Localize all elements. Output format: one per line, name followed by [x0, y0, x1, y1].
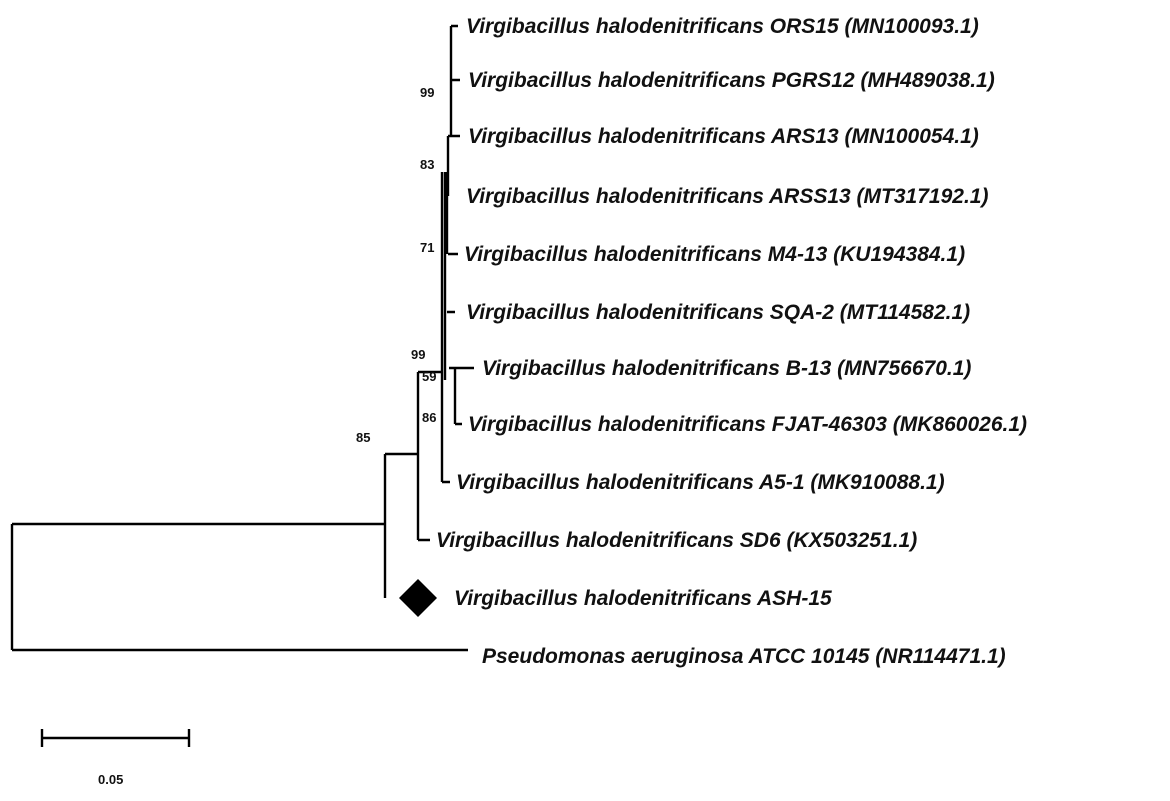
bootstrap-values: 99 83 71 99 59 86 85 — [356, 85, 436, 445]
taxon-label: Virgibacillus halodenitrificans M4-13 (K… — [464, 243, 965, 266]
taxon-label: Virgibacillus halodenitrificans ASH-15 — [454, 587, 832, 610]
taxon-label: Virgibacillus halodenitrificans ARS13 (M… — [468, 125, 979, 148]
bootstrap-value: 83 — [420, 157, 434, 172]
taxon-label: Virgibacillus halodenitrificans SQA-2 (M… — [466, 301, 970, 324]
inner-clade-branch — [440, 172, 450, 484]
taxon-label: Virgibacillus halodenitrificans A5-1 (MK… — [456, 471, 945, 494]
scale-bar-label: 0.05 — [98, 772, 123, 787]
taxon-label: Virgibacillus halodenitrificans B-13 (MN… — [482, 357, 971, 380]
bootstrap-value: 71 — [420, 240, 434, 255]
bootstrap-value: 86 — [422, 410, 436, 425]
taxon-label: Virgibacillus halodenitrificans FJAT-463… — [468, 413, 1027, 436]
top-clade-branch — [443, 136, 458, 314]
bootstrap-value: 85 — [356, 430, 370, 445]
root-branch — [10, 522, 468, 652]
taxon-label: Virgibacillus halodenitrificans PGRS12 (… — [468, 69, 995, 92]
clade-99-branch — [416, 370, 442, 542]
clade-85-branch — [383, 452, 418, 598]
taxon-label: Virgibacillus halodenitrificans SD6 (KX5… — [436, 529, 917, 552]
top-subclade-branch — [448, 24, 460, 138]
taxon-label: Pseudomonas aeruginosa ATCC 10145 (NR114… — [482, 645, 1006, 668]
diamond-marker-icon — [399, 579, 437, 617]
clade-59-branch — [443, 312, 474, 426]
bootstrap-value: 99 — [411, 347, 425, 362]
scale-bar: 0.05 — [40, 729, 191, 787]
bootstrap-value: 99 — [420, 85, 434, 100]
tree-branches — [10, 24, 474, 652]
bootstrap-value: 59 — [422, 369, 436, 384]
taxon-labels: Virgibacillus halodenitrificans ORS15 (M… — [436, 15, 1027, 668]
taxon-label: Virgibacillus halodenitrificans ORS15 (M… — [466, 15, 979, 38]
taxon-label: Virgibacillus halodenitrificans ARSS13 (… — [466, 185, 988, 208]
scale-bar-line — [40, 729, 191, 747]
